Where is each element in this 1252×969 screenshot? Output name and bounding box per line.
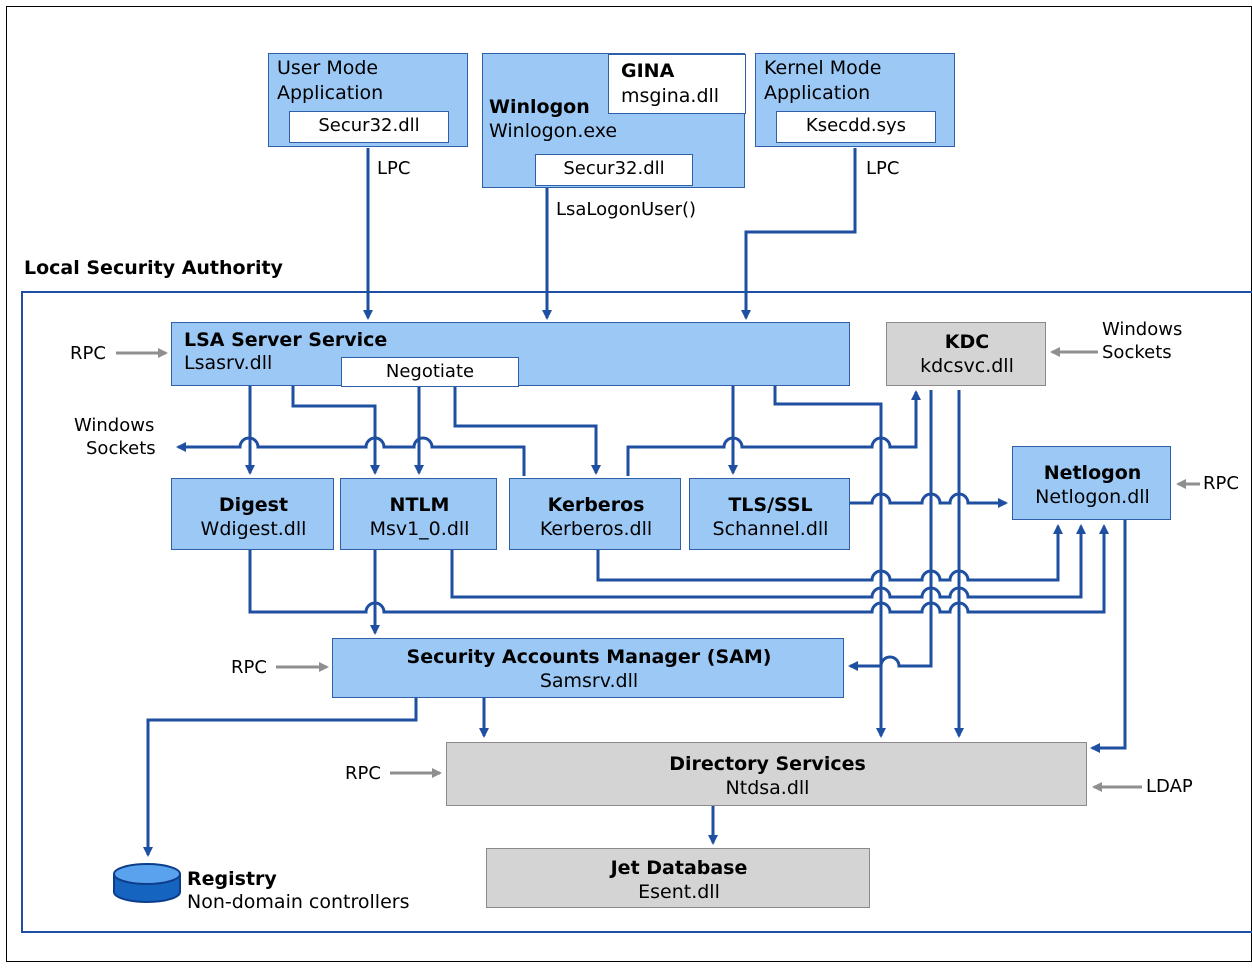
wire-kerberos-kdc bbox=[626, 390, 921, 476]
ntlm-package-box: NTLM Msv1_0.dll bbox=[340, 478, 497, 550]
gina-dll: msgina.dll bbox=[621, 85, 720, 107]
digest-package-box: Digest Wdigest.dll bbox=[171, 478, 334, 550]
left-sockets-line2: Sockets bbox=[86, 438, 156, 459]
winlogon-box: Winlogon Winlogon.exe GINA msgina.dll Se… bbox=[482, 53, 746, 188]
tls-ssl-title: TLS/SSL bbox=[728, 494, 813, 516]
tls-ssl-dll: Schannel.dll bbox=[712, 518, 829, 540]
wire-tls-netlogon bbox=[850, 492, 1008, 508]
ntlm-title: NTLM bbox=[389, 494, 450, 516]
wire-lsa-ntlm bbox=[291, 386, 380, 475]
wire-sam-registry bbox=[143, 698, 418, 857]
netlogon-title: Netlogon bbox=[1043, 462, 1142, 484]
lsa-rpc-label: RPC bbox=[70, 343, 106, 364]
sam-dll: Samsrv.dll bbox=[539, 670, 639, 692]
wire-kernel-lsa bbox=[741, 148, 857, 320]
netlogon-box: Netlogon Netlogon.dll bbox=[1012, 446, 1171, 520]
registry-subtitle: Non-domain controllers bbox=[187, 891, 410, 913]
database-icon bbox=[113, 863, 181, 903]
wire-ntlm-netlogon bbox=[450, 524, 1086, 599]
directory-rpc-label: RPC bbox=[345, 763, 381, 784]
ksecdd-driver: Ksecdd.sys bbox=[776, 111, 936, 143]
user-mode-line2: Application bbox=[277, 82, 384, 104]
kerberos-dll: Kerberos.dll bbox=[539, 518, 653, 540]
winlogon-exe: Winlogon.exe bbox=[489, 120, 618, 142]
lsa-region-label: Local Security Authority bbox=[24, 257, 283, 279]
sam-rpc-label: RPC bbox=[231, 657, 267, 678]
kdc-dll: kdcsvc.dll bbox=[920, 355, 1014, 377]
kerberos-package-box: Kerberos Kerberos.dll bbox=[509, 478, 681, 550]
gina-title: GINA bbox=[621, 60, 675, 82]
kdc-sockets-line2: Sockets bbox=[1102, 342, 1172, 363]
lsa-server-dll: Lsasrv.dll bbox=[184, 352, 273, 374]
lsalogonuser-label: LsaLogonUser() bbox=[556, 199, 697, 220]
negotiate-box: Negotiate bbox=[341, 357, 519, 387]
kernel-mode-application-box: Kernel Mode Application Ksecdd.sys bbox=[755, 53, 955, 147]
sam-box: Security Accounts Manager (SAM) Samsrv.d… bbox=[332, 638, 844, 698]
wire-kerberos-sockets bbox=[176, 436, 526, 476]
winlogon-secur32: Secur32.dll bbox=[535, 154, 693, 186]
user-mode-secur32: Secur32.dll bbox=[289, 111, 449, 143]
jet-database-box: Jet Database Esent.dll bbox=[486, 848, 870, 908]
directory-ldap-label: LDAP bbox=[1146, 776, 1193, 797]
tls-ssl-package-box: TLS/SSL Schannel.dll bbox=[689, 478, 850, 550]
user-mode-lpc-label: LPC bbox=[377, 158, 411, 179]
left-sockets-line1: Windows bbox=[74, 415, 155, 436]
digest-dll: Wdigest.dll bbox=[200, 518, 307, 540]
directory-title: Directory Services bbox=[669, 753, 866, 775]
kerberos-title: Kerberos bbox=[547, 494, 645, 516]
sam-title: Security Accounts Manager (SAM) bbox=[406, 646, 772, 668]
winlogon-title: Winlogon bbox=[489, 96, 590, 118]
ntlm-dll: Msv1_0.dll bbox=[369, 518, 470, 540]
kdc-sockets-line1: Windows bbox=[1102, 319, 1183, 340]
gina-box: GINA msgina.dll bbox=[608, 54, 746, 114]
lsa-server-service-box: LSA Server Service Lsasrv.dll Negotiate bbox=[171, 322, 850, 387]
user-mode-application-box: User Mode Application Secur32.dll bbox=[268, 53, 468, 147]
kernel-mode-line1: Kernel Mode bbox=[764, 57, 882, 79]
digest-title: Digest bbox=[218, 494, 289, 516]
wire-netlogon-directory bbox=[1090, 520, 1127, 753]
directory-dll: Ntdsa.dll bbox=[725, 777, 810, 799]
registry-title: Registry bbox=[187, 868, 277, 890]
kernel-mode-line2: Application bbox=[764, 82, 871, 104]
netlogon-rpc-label: RPC bbox=[1203, 473, 1239, 494]
wire-kerberos-netlogon bbox=[596, 524, 1063, 582]
lsa-server-title: LSA Server Service bbox=[184, 329, 388, 351]
kdc-box: KDC kdcsvc.dll bbox=[886, 322, 1046, 386]
kernel-mode-lpc-label: LPC bbox=[866, 158, 900, 179]
directory-services-box: Directory Services Ntdsa.dll bbox=[446, 742, 1087, 806]
lsa-region-border bbox=[21, 291, 1252, 933]
jet-dll: Esent.dll bbox=[638, 881, 720, 903]
jet-title: Jet Database bbox=[610, 857, 748, 879]
user-mode-line1: User Mode bbox=[277, 57, 379, 79]
kdc-title: KDC bbox=[944, 331, 990, 353]
wire-negotiate-kerberos bbox=[453, 386, 601, 475]
netlogon-dll: Netlogon.dll bbox=[1035, 486, 1150, 508]
wire-kdc-sam bbox=[848, 390, 933, 671]
wire-digest-netlogon bbox=[248, 524, 1109, 614]
